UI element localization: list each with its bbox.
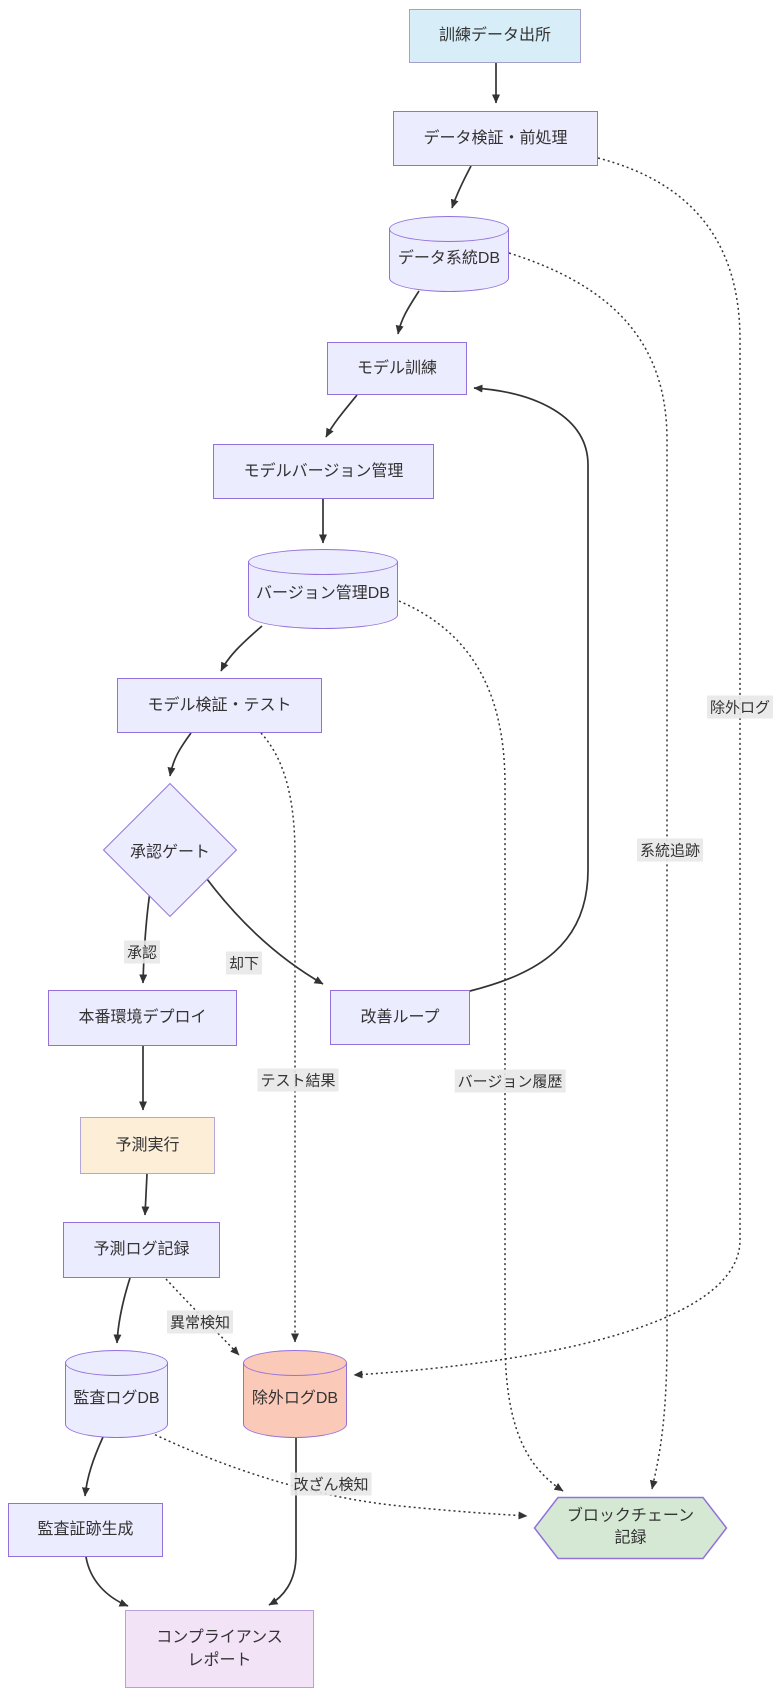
node-model-validation-test: モデル検証・テスト	[117, 678, 322, 733]
node-model-version-management: モデルバージョン管理	[213, 444, 434, 499]
edge-version-db-validation	[220, 625, 263, 672]
edge-inference-prediction-log	[141, 1173, 150, 1216]
node-model-training: モデル訓練	[327, 342, 467, 395]
node-exclusion-log-db: 除外ログDB	[243, 1350, 347, 1438]
cylinder-label: バージョン管理DB	[256, 584, 390, 602]
edge-exclusion-db-report	[268, 1438, 297, 1606]
node-prediction-logging: 予測ログ記録	[63, 1222, 220, 1278]
edge-validation-exclusion-db-dotted	[260, 732, 299, 1343]
edge-preprocess-lineage-db	[450, 165, 472, 209]
edge-audit-db-blockchain-dotted	[136, 1425, 528, 1520]
edge-label-lineage-trace: 系統追跡	[636, 838, 704, 862]
node-production-deploy: 本番環境デプロイ	[48, 990, 237, 1046]
edge-label-test-results: テスト結果	[257, 1068, 339, 1092]
cylinder-label: 除外ログDB	[251, 1389, 339, 1407]
node-training-data-source: 訓練データ出所	[409, 9, 581, 63]
cylinder-label: データ系統DB	[397, 249, 501, 267]
node-approval-gate: 承認ゲート	[102, 782, 238, 918]
node-audit-trail-generation: 監査証跡生成	[8, 1503, 163, 1557]
edge-lineage-db-training	[395, 290, 420, 335]
node-compliance-report: コンプライアンス レポート	[125, 1610, 314, 1688]
edge-audit-trail-report	[85, 1556, 129, 1607]
cylinder-top	[65, 1350, 168, 1376]
cylinder-top	[248, 549, 398, 575]
edge-label-approve: 承認	[123, 940, 161, 964]
edge-validation-gate	[167, 732, 192, 777]
edge-preprocess-exclusion-db-dotted	[353, 157, 741, 1379]
hexagon-label: ブロックチェーン 記録	[566, 1507, 695, 1547]
cylinder-top	[243, 1350, 347, 1376]
edge-label-version-history: バージョン履歴	[454, 1069, 566, 1093]
edge-improvement-training	[469, 384, 589, 992]
edge-training-version-mgmt	[325, 394, 358, 438]
node-version-management-db: バージョン管理DB	[248, 549, 398, 629]
node-prediction-execution: 予測実行	[80, 1117, 215, 1174]
cylinder-top	[389, 216, 509, 242]
node-improvement-loop: 改善ループ	[330, 990, 470, 1045]
edge-prediction-log-audit-db	[113, 1277, 131, 1344]
edge-audit-db-audit-trail	[81, 1436, 104, 1497]
edge-lineage-db-blockchain-dotted	[508, 252, 668, 1490]
edge-label-exclusion-log: 除外ログ	[706, 695, 774, 719]
edge-label-reject: 却下	[225, 951, 263, 975]
edge-version-db-blockchain-dotted	[398, 600, 564, 1492]
node-audit-log-db: 監査ログDB	[65, 1350, 168, 1438]
node-data-validation-preprocess: データ検証・前処理	[393, 111, 598, 166]
node-data-lineage-db: データ系統DB	[389, 216, 509, 292]
hexagon-shape	[533, 1496, 728, 1560]
node-blockchain-record: ブロックチェーン 記録	[533, 1496, 728, 1560]
edge-label-anomaly-detect: 異常検知	[166, 1310, 234, 1334]
cylinder-label: 監査ログDB	[73, 1389, 160, 1407]
edge-label-tamper-detect: 改ざん検知	[290, 1472, 372, 1496]
diamond-label: 承認ゲート	[129, 844, 210, 861]
